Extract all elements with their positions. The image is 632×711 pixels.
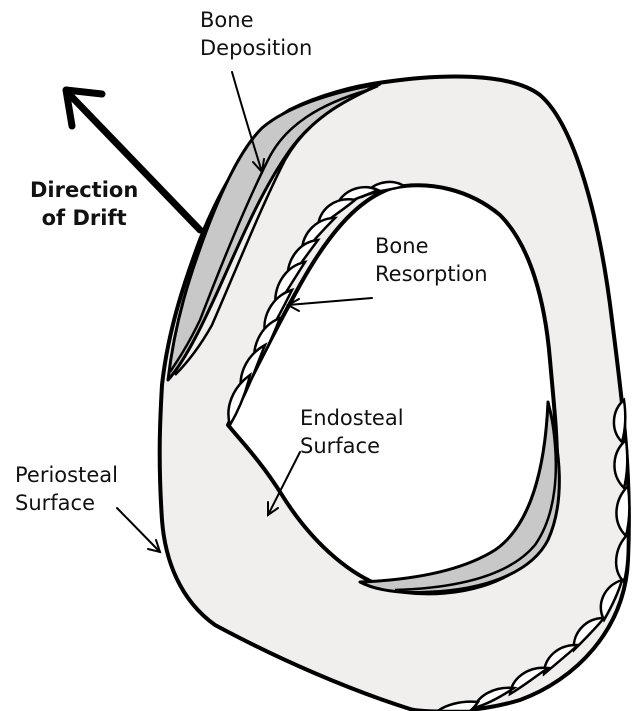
direction-of-drift-label: Direction of Drift — [30, 176, 138, 232]
endosteal-surface-label: Endosteal Surface — [300, 404, 404, 460]
bone-resorption-label: Bone Resorption — [375, 232, 488, 288]
bone-deposition-label: Bone Deposition — [200, 6, 312, 62]
periosteal-surface-label: Periosteal Surface — [15, 461, 118, 517]
